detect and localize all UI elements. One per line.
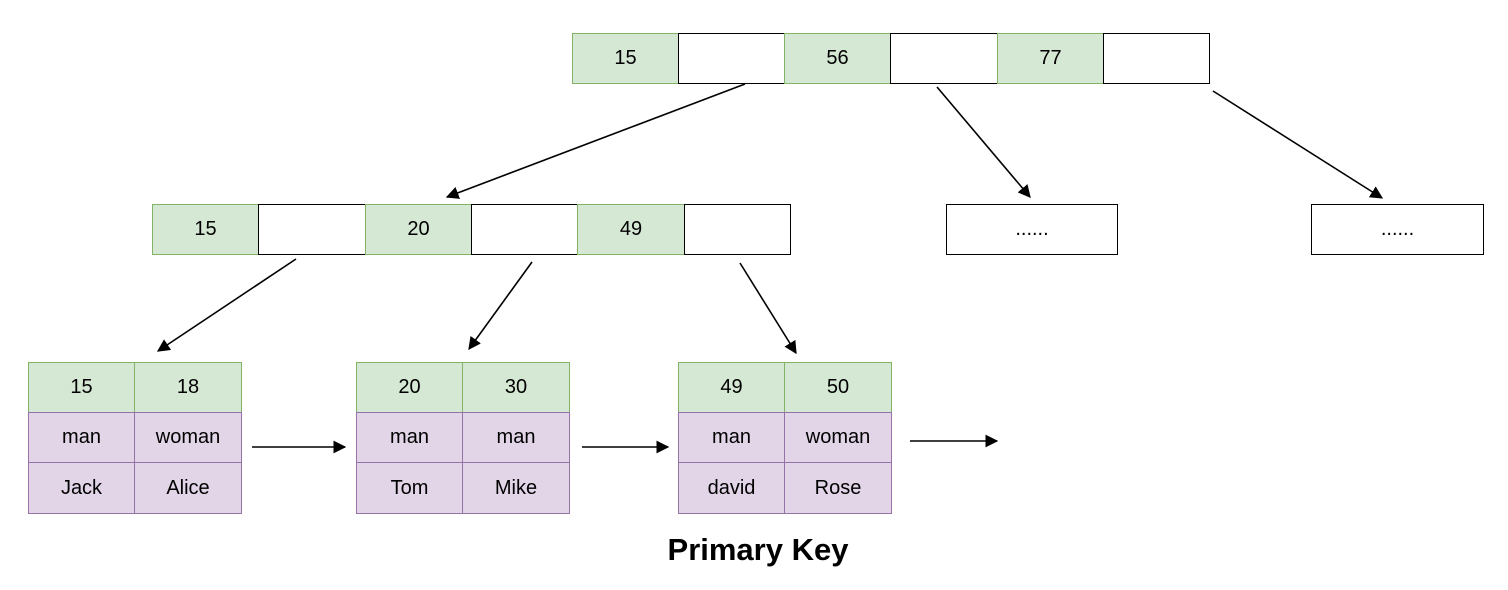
internal-key-3: 49 <box>577 204 685 255</box>
leaf-3-name-1: david <box>678 462 785 514</box>
internal-key-1: 15 <box>152 204 259 255</box>
leaf-2-gender-1: man <box>356 412 463 463</box>
leaf-1-gender-1: man <box>28 412 135 463</box>
leaf-2-gender-2: man <box>462 412 570 463</box>
root-pointer-2 <box>890 33 998 84</box>
leaf-1-key-1: 15 <box>28 362 135 413</box>
arrow-root-to-internal <box>445 83 746 199</box>
root-pointer-1 <box>678 33 785 84</box>
root-key-1: 15 <box>572 33 679 84</box>
leaf-1-gender-2: woman <box>134 412 242 463</box>
diagram-caption: Primary Key <box>667 532 849 567</box>
root-pointer-3 <box>1103 33 1210 84</box>
internal-pointer-2 <box>471 204 578 255</box>
leaf-3-name-2: Rose <box>784 462 892 514</box>
leaf-2-name-2: Mike <box>462 462 570 514</box>
placeholder-node-2: ...... <box>1311 204 1484 255</box>
arrow-internal-to-leaf-2 <box>468 261 533 351</box>
leaf-3-key-2: 50 <box>784 362 892 413</box>
internal-pointer-1 <box>258 204 366 255</box>
leaf-1-name-1: Jack <box>28 462 135 514</box>
arrow-root-to-placeholder-1 <box>936 86 1031 198</box>
leaf-3-gender-2: woman <box>784 412 892 463</box>
leaf-3-gender-1: man <box>678 412 785 463</box>
leaf-3-key-1: 49 <box>678 362 785 413</box>
leaf-1-name-2: Alice <box>134 462 242 514</box>
leaf-2-key-1: 20 <box>356 362 463 413</box>
leaf-2-name-1: Tom <box>356 462 463 514</box>
arrow-internal-to-leaf-3 <box>739 262 797 355</box>
placeholder-node-1: ...... <box>946 204 1118 255</box>
internal-key-2: 20 <box>365 204 472 255</box>
root-key-3: 77 <box>997 33 1104 84</box>
leaf-1-key-2: 18 <box>134 362 242 413</box>
root-key-2: 56 <box>784 33 891 84</box>
internal-pointer-3 <box>684 204 791 255</box>
arrow-internal-to-leaf-1 <box>156 258 297 352</box>
leaf-2-key-2: 30 <box>462 362 570 413</box>
arrow-root-to-placeholder-2 <box>1212 90 1384 199</box>
